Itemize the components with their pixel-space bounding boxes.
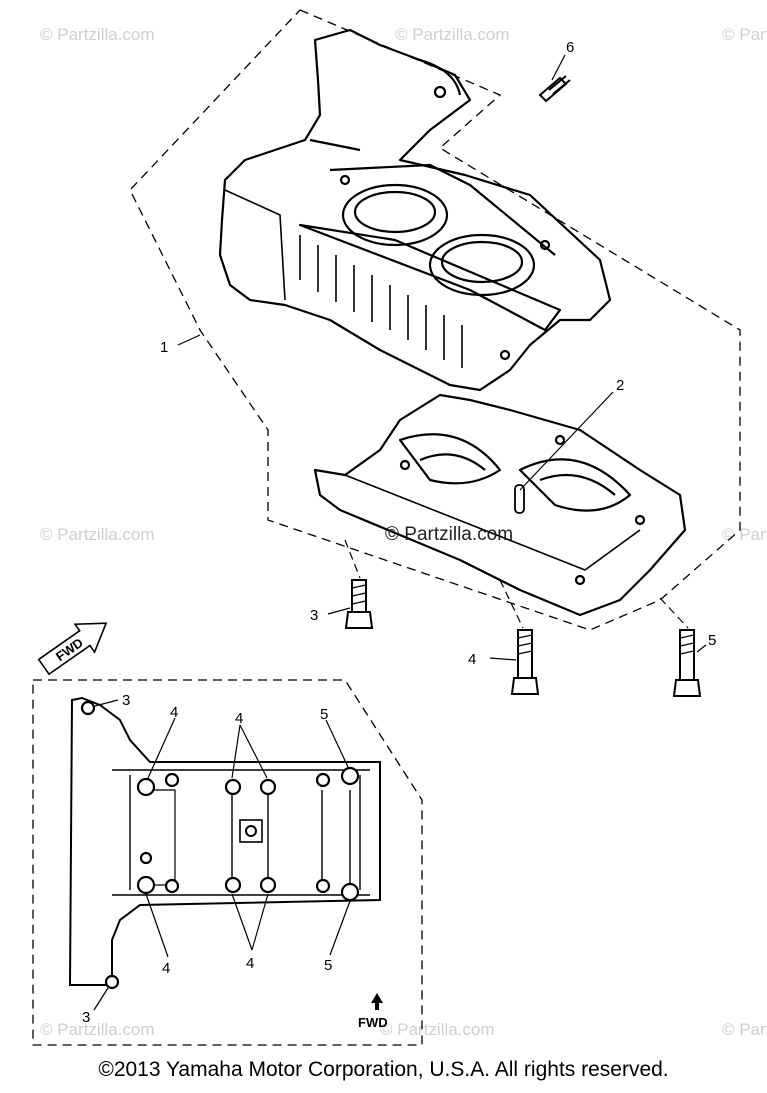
upper-crankcase (218, 28, 612, 392)
hole-3 (104, 974, 120, 990)
bolt-4 (510, 629, 540, 695)
center-watermark: © Partzilla.com (385, 524, 513, 545)
callout-5: 5 (708, 632, 716, 649)
watermark: © Partzilla.com (722, 525, 767, 544)
hole-4 (136, 777, 156, 797)
hole-5 (340, 882, 360, 902)
inset-callout-4: 4 (162, 960, 170, 977)
copyright-notice: ©2013 Yamaha Motor Corporation, U.S.A. A… (98, 1058, 669, 1081)
watermark: © Partzilla.com (722, 1020, 767, 1039)
inset-outline (32, 679, 423, 1046)
hole-5 (340, 766, 360, 786)
callout-2: 2 (616, 377, 624, 394)
lower-crankcase (313, 393, 687, 617)
assembly-outline (129, 9, 741, 631)
callout-1: 1 (160, 339, 168, 356)
bolt-5 (672, 629, 702, 697)
callout-4: 4 (468, 651, 476, 668)
watermark: © Partzilla.com (722, 25, 767, 44)
callout-3: 3 (310, 607, 318, 624)
hole-4 (259, 876, 277, 894)
stud-bolt-6 (538, 75, 571, 103)
inset-callout-3: 3 (82, 1009, 90, 1026)
watermark: © Partzilla.com (380, 1020, 495, 1039)
inset-callout-4: 4 (170, 704, 178, 721)
dowel-pin (514, 484, 525, 514)
bolt-holes (80, 700, 360, 990)
fwd-up-arrow-icon (371, 993, 383, 1010)
fwd-arrow-icon: FWD (37, 622, 108, 676)
inset-callout-3: 3 (122, 692, 130, 709)
inset-leader-lines (93, 699, 351, 1011)
hole-4 (224, 876, 242, 894)
leader-lines (177, 54, 707, 661)
watermark: © Partzilla.com (40, 1020, 155, 1039)
watermark: © Partzilla.com (395, 25, 510, 44)
hole-3 (80, 700, 96, 716)
hole-4 (136, 875, 156, 895)
bolt-3 (344, 579, 374, 629)
bottom-view (68, 696, 381, 986)
inset-callout-4: 4 (235, 710, 243, 727)
inset-fwd-label: FWD (358, 1015, 388, 1030)
hole-4 (259, 778, 277, 796)
hole-4 (224, 778, 242, 796)
inset-callout-5: 5 (320, 706, 328, 723)
inset-callout-5: 5 (324, 957, 332, 974)
inset-callout-4: 4 (246, 955, 254, 972)
callout-6: 6 (566, 39, 574, 56)
watermark: © Partzilla.com (40, 25, 155, 44)
watermark: © Partzilla.com (40, 525, 155, 544)
